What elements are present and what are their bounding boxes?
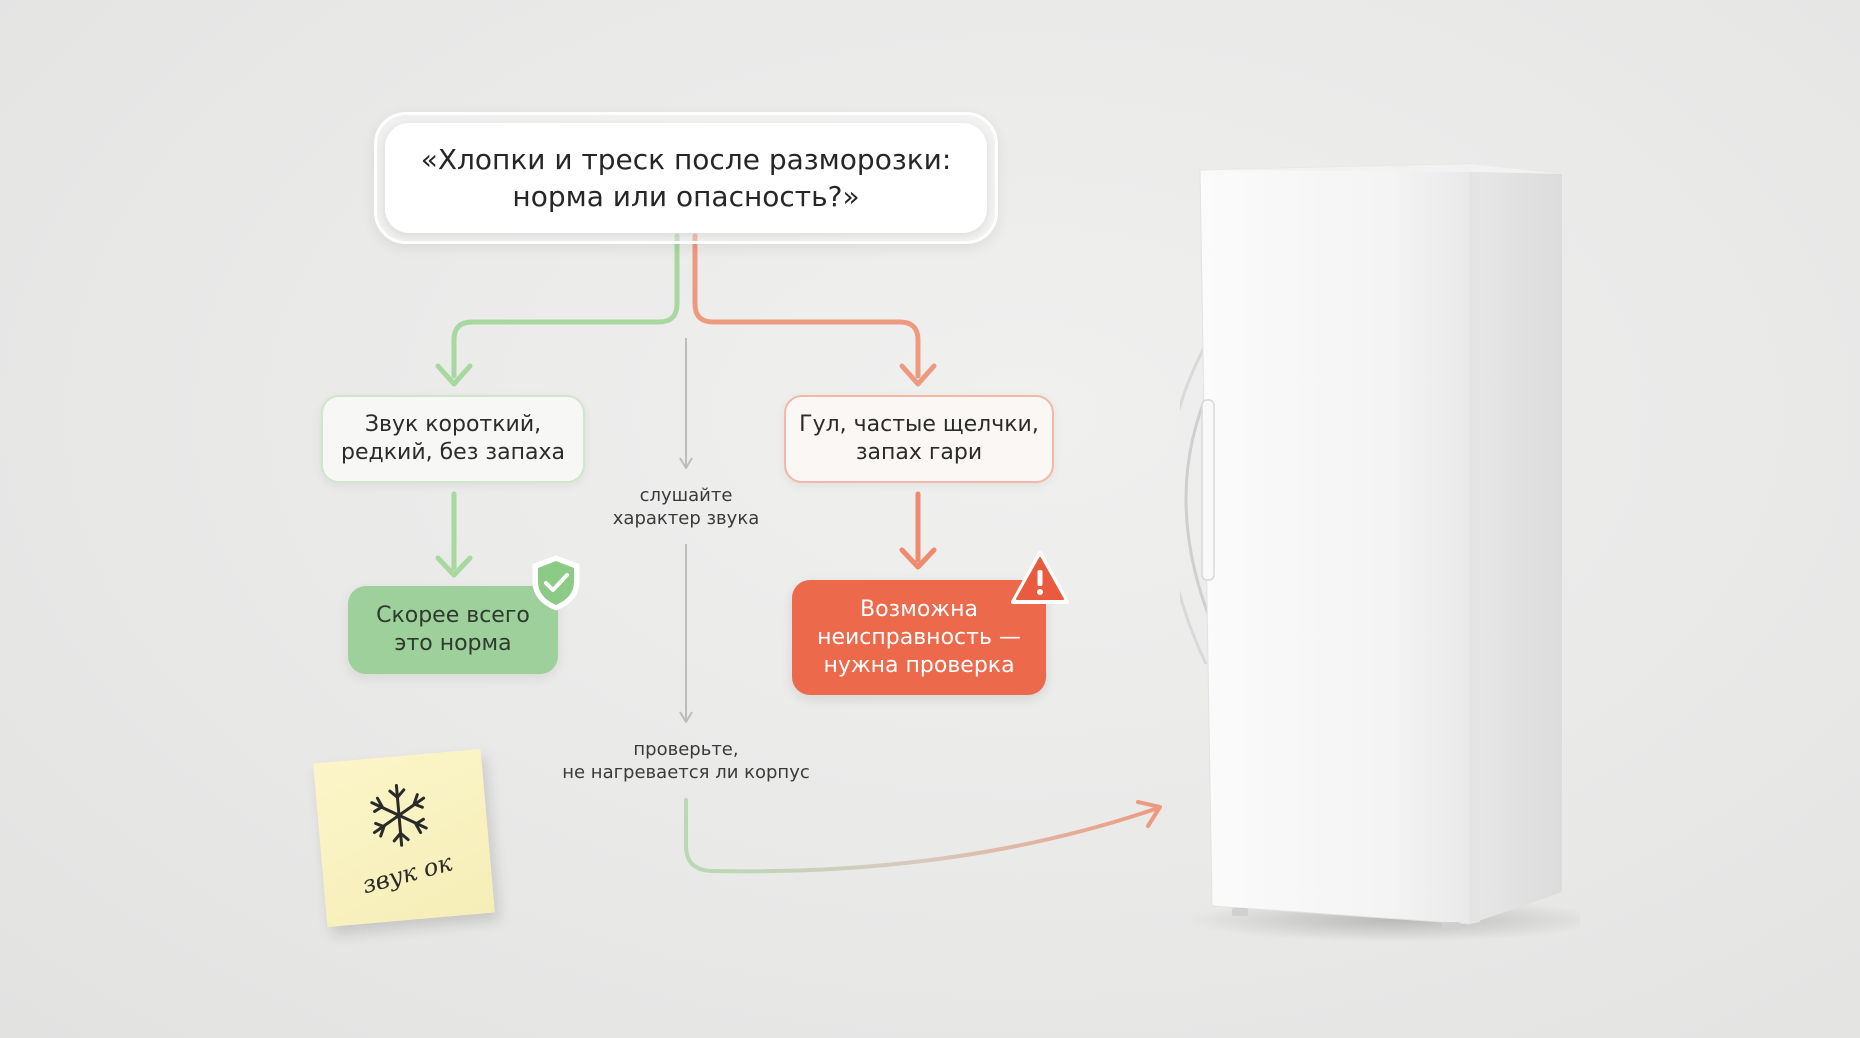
arrowhead-normal — [435, 363, 473, 387]
check-hint-line-2: не нагревается ли корпус — [562, 762, 810, 783]
connector-title-to-danger — [692, 233, 921, 379]
danger-condition-line-1: Гул, частые щелчки, — [799, 412, 1039, 437]
title-line-2: норма или опасность?» — [512, 180, 860, 213]
check-hint-line-1: проверьте, — [633, 739, 739, 760]
warning-triangle-icon — [1011, 551, 1069, 604]
danger-condition-card: Гул, частые щелчки, запах гари — [784, 395, 1054, 483]
normal-result-line-2: это норма — [394, 631, 512, 656]
normal-condition-line-1: Звук короткий, — [364, 412, 542, 437]
connector-to-fridge — [684, 798, 1160, 874]
sticky-note-text: звук ок — [359, 848, 456, 900]
check-hint: проверьте, не нагревается ли корпус — [546, 738, 826, 784]
danger-result-line-1: Возможна — [860, 596, 978, 622]
connector-title-to-normal — [451, 233, 680, 379]
normal-result-card: Скорее всего это норма — [348, 586, 558, 674]
sticky-note: звук ок — [313, 748, 495, 928]
question-title-inner: «Хлопки и треск после разморозки: норма … — [385, 123, 987, 233]
question-title-box: «Хлопки и треск после разморозки: норма … — [374, 112, 998, 244]
danger-result-line-2: неисправность — — [817, 624, 1021, 650]
normal-result-line-1: Скорее всего — [376, 603, 530, 628]
listen-hint-line-2: характер звука — [612, 508, 760, 529]
fridge-illustration — [1180, 163, 1580, 942]
danger-result-card: Возможна неисправность — нужна проверка — [792, 580, 1046, 695]
title-line-1: «Хлопки и треск после разморозки: — [420, 143, 952, 176]
danger-result-line-3: нужна проверка — [823, 652, 1015, 678]
listen-hint-line-1: слушайте — [639, 485, 733, 506]
danger-condition-line-2: запах гари — [855, 440, 983, 465]
normal-condition-card: Звук короткий, редкий, без запаха — [321, 395, 585, 483]
normal-condition-line-2: редкий, без запаха — [341, 440, 565, 465]
arrowhead-danger — [899, 363, 937, 387]
listen-hint: слушайте характер звука — [586, 484, 786, 530]
snowflake-icon — [370, 783, 428, 847]
shield-check-icon — [532, 555, 580, 611]
